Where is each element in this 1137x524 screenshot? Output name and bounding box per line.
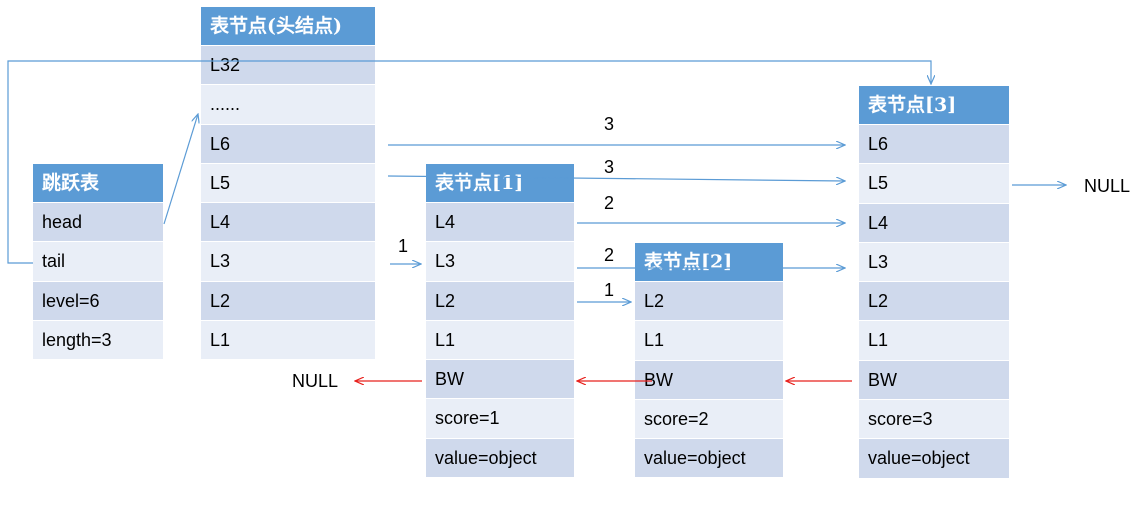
node-3-level-l4: L4 (859, 203, 1009, 243)
skiplist-struct: 跳跃表 head tail level=6 length=3 (33, 164, 163, 361)
node-2-value: value=object (635, 439, 783, 479)
node-1-backward: BW (426, 360, 574, 400)
node-3-title: 表节点[3] (859, 86, 1009, 125)
node-2: 表节点[2] L2 L1 BW score=2 value=object (635, 243, 783, 479)
node-3-level-l1: L1 (859, 321, 1009, 361)
node-2-score: score=2 (635, 399, 783, 440)
skiplist-head-field: head (33, 203, 163, 243)
head-node: 表节点(头结点) L32 ...... L6 L5 L4 L3 L2 L1 (201, 7, 375, 361)
skiplist-tail-field: tail (33, 242, 163, 282)
node-1-level-l4: L4 (426, 203, 574, 243)
node-1-value: value=object (426, 438, 574, 479)
node-2-level-l1: L1 (635, 321, 783, 361)
head-node-level-l32: L32 (201, 46, 375, 86)
head-node-level-l3: L3 (201, 242, 375, 282)
head-node-ellipsis: ...... (201, 85, 375, 125)
head-pointer-arrow (163, 114, 198, 225)
head-node-level-l4: L4 (201, 203, 375, 243)
node-1-level-l3: L3 (426, 242, 574, 282)
node-2-backward: BW (635, 360, 783, 400)
node-3-level-l6: L6 (859, 125, 1009, 165)
span-label-head-l5: 3 (604, 157, 615, 177)
forward-arrow-head-l5 (387, 175, 845, 181)
node-1-level-l1: L1 (426, 320, 574, 361)
null-label-right: NULL (1084, 176, 1131, 196)
span-label-n1-l4: 2 (604, 193, 615, 213)
skiplist-level-field: level=6 (33, 281, 163, 321)
head-node-level-l2: L2 (201, 281, 375, 322)
node-1: 表节点[1] L4 L3 L2 L1 BW score=1 value=obje… (426, 164, 574, 479)
node-3-value: value=object (859, 439, 1009, 479)
node-3-level-l3: L3 (859, 242, 1009, 283)
node-1-level-l2: L2 (426, 281, 574, 321)
head-node-title: 表节点(头结点) (201, 7, 375, 46)
skiplist-length-field: length=3 (33, 320, 163, 361)
span-label-head-l3: 1 (398, 236, 409, 256)
node-1-score: score=1 (426, 399, 574, 439)
tail-pointer-arrow (7, 60, 931, 264)
skiplist-title: 跳跃表 (33, 164, 163, 203)
node-3-level-l5: L5 (859, 164, 1009, 204)
span-label-n1-l3: 2 (604, 245, 615, 265)
node-3-level-l2: L2 (859, 282, 1009, 322)
node-3-backward: BW (859, 360, 1009, 401)
head-node-level-l1: L1 (201, 321, 375, 361)
node-1-title: 表节点[1] (426, 164, 574, 203)
span-label-head-l6: 3 (604, 114, 615, 134)
null-label-left: NULL (292, 371, 339, 391)
node-3-score: score=3 (859, 400, 1009, 440)
head-node-level-l5: L5 (201, 163, 375, 204)
head-node-level-l6: L6 (201, 124, 375, 164)
span-label-n1-l2: 1 (604, 280, 615, 300)
node-3: 表节点[3] L6 L5 L4 L3 L2 L1 BW score=3 valu… (859, 86, 1009, 479)
node-2-level-l2: L2 (635, 282, 783, 322)
